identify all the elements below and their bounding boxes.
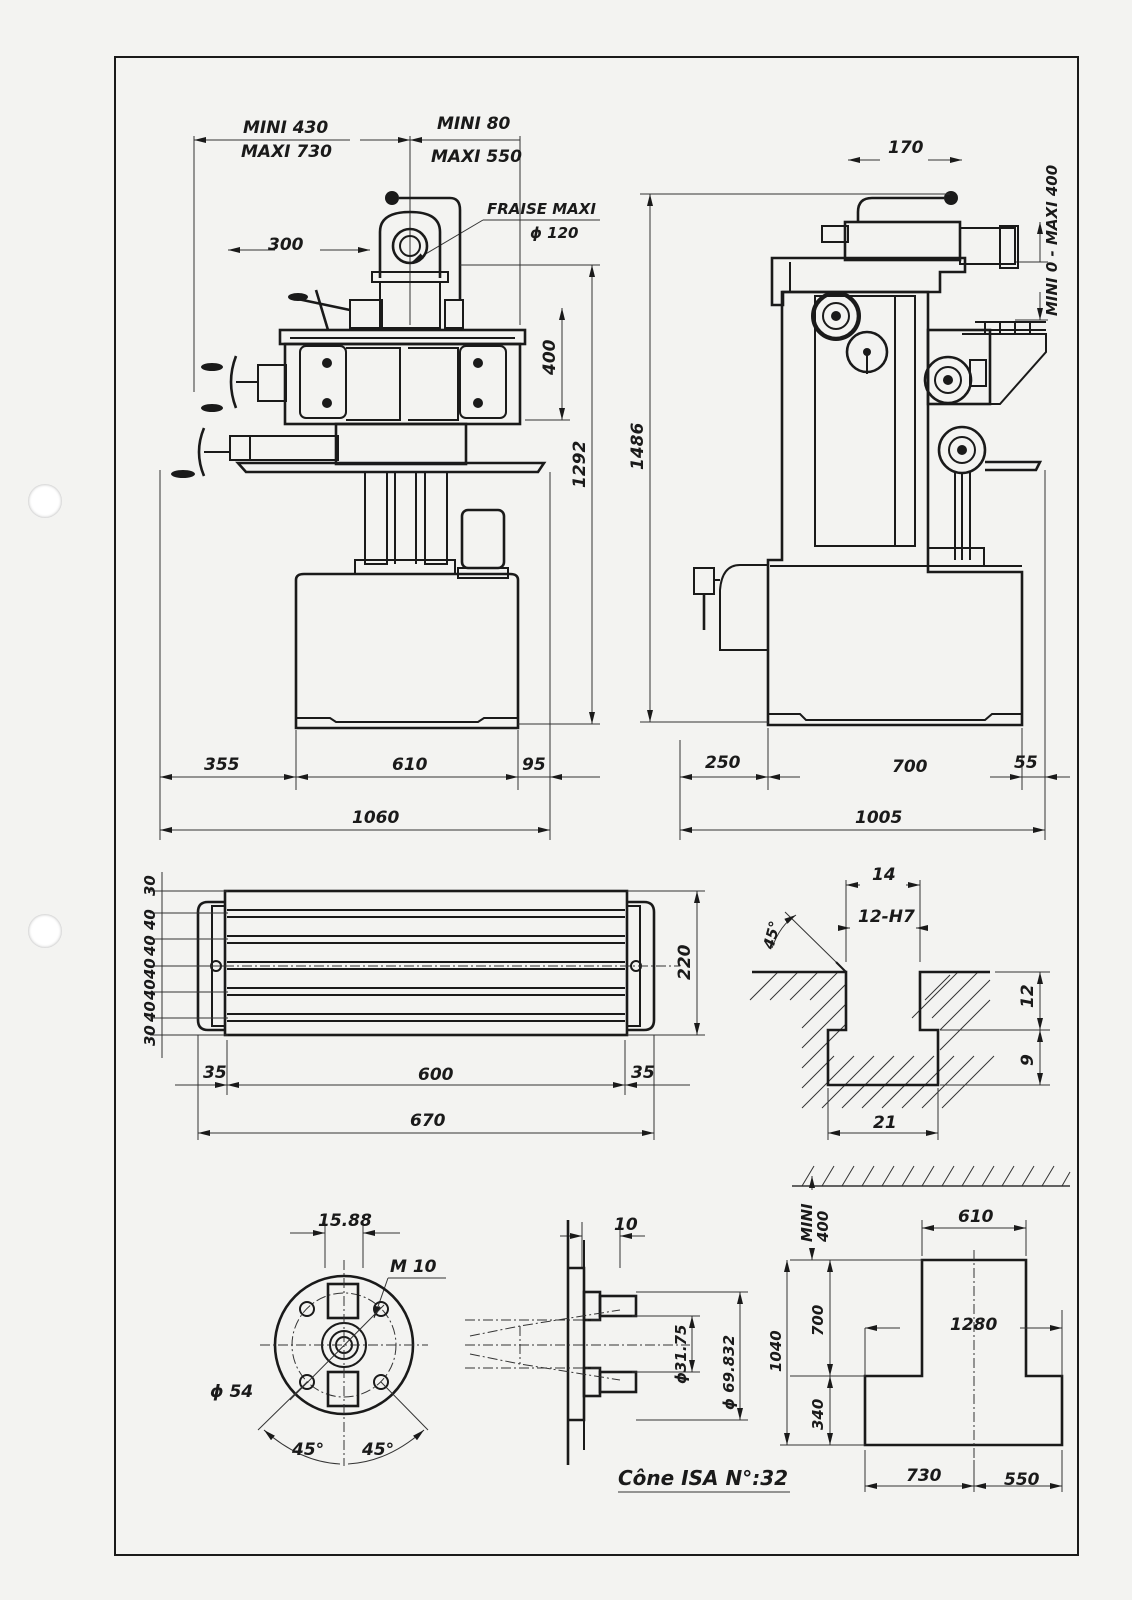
- dim-12-depth: 12: [1018, 984, 1038, 1008]
- table-slots: [170, 909, 680, 1022]
- dim-14: 14: [872, 865, 896, 885]
- dim-travel-cross-max: MAXI 550: [431, 147, 522, 167]
- floor-line: [792, 1165, 1071, 1187]
- dim-1060: 1060: [352, 808, 399, 828]
- slot-pitch-3: 40: [141, 958, 159, 980]
- bolt-circle-54: ϕ 54: [210, 1382, 253, 1402]
- mini-label: MINI: [798, 1203, 816, 1242]
- dim-1280: 1280: [950, 1315, 997, 1335]
- slot-pitch-4: 40: [141, 979, 159, 1001]
- dim-300: 300: [268, 235, 304, 255]
- dim-vertical-travel: MINI 0 - MAXI 400: [1043, 165, 1061, 316]
- dim-600: 600: [418, 1065, 454, 1085]
- spindle-nose-front: 15.88 M 10 ϕ 54 45° 45°: [210, 1211, 446, 1466]
- dim-travel-long-max: MAXI 730: [241, 142, 332, 162]
- dim-730: 730: [906, 1466, 942, 1486]
- dim-15-88: 15.88: [318, 1211, 372, 1231]
- dim-1040: 1040: [767, 1330, 785, 1372]
- dim-670: 670: [410, 1111, 446, 1131]
- slot-pitch-6: 30: [141, 1025, 159, 1046]
- dim-220: 220: [675, 944, 695, 980]
- slot-pitch-1: 40: [141, 909, 159, 931]
- dim-170: 170: [888, 138, 924, 158]
- dim-12h7: 12-H7: [858, 907, 915, 927]
- dim-550: 550: [1004, 1470, 1040, 1490]
- dim-400: 400: [540, 339, 560, 376]
- dim-35-left: 35: [203, 1063, 227, 1083]
- dim-mini-400: 400: [814, 1211, 832, 1243]
- table-plan: 30 40 40 40 40 40 30 220 35 600 35 670: [141, 872, 705, 1140]
- dim-10: 10: [614, 1215, 638, 1235]
- slot-pitch-0: 30: [141, 875, 159, 896]
- dim-69-832: ϕ 69.832: [720, 1335, 738, 1410]
- side-view: 170 MINI 0 - MAXI 400: [628, 138, 1070, 840]
- spindle-nose-side: 10 ϕ31.75 ϕ 69.832 Cône ISA N°:32: [465, 1215, 790, 1493]
- dim-9-depth: 9: [1018, 1054, 1038, 1066]
- dim-31-75: ϕ31.75: [672, 1325, 690, 1384]
- t-slot-detail: 14 12-H7 45° 12 9 21: [749, 865, 1050, 1140]
- dim-1005: 1005: [855, 808, 902, 828]
- angle-45-right: 45°: [361, 1440, 394, 1460]
- dim-700-floor: 700: [809, 1305, 827, 1336]
- binder-hole-top: [28, 484, 62, 518]
- cutter-diameter: ϕ 120: [530, 224, 578, 242]
- dim-355: 355: [204, 755, 240, 775]
- sheet-border: [114, 56, 1079, 1556]
- dim-1486: 1486: [628, 423, 648, 470]
- dim-95: 95: [522, 755, 546, 775]
- dim-340: 340: [809, 1399, 827, 1430]
- dim-travel-cross-min: MINI 80: [437, 114, 511, 134]
- cutter-label: FRAISE MAXI: [487, 200, 596, 218]
- floor-plan: 610 MINI 400 1040 700 340 1280 730 550: [767, 1176, 1064, 1492]
- angle-45-left: 45°: [291, 1440, 324, 1460]
- dim-610-floor: 610: [958, 1207, 994, 1227]
- dim-610: 610: [392, 755, 428, 775]
- cone-isa-32: Cône ISA N°:32: [618, 1466, 788, 1490]
- dim-21: 21: [873, 1113, 897, 1133]
- dim-55: 55: [1014, 753, 1038, 773]
- dim-travel-long-min: MINI 430: [243, 118, 328, 138]
- thread-m10: M 10: [390, 1257, 437, 1277]
- front-view: MINI 430 MAXI 730 MINI 80 MAXI 550 FRAIS…: [159, 114, 600, 840]
- binder-hole-bottom: [28, 914, 62, 948]
- dim-45deg-slot: 45°: [759, 919, 784, 952]
- slot-pitch-5: 40: [141, 1001, 159, 1023]
- dim-35-right: 35: [631, 1063, 655, 1083]
- dim-250: 250: [705, 753, 741, 773]
- dim-1292: 1292: [570, 441, 590, 488]
- dim-700: 700: [892, 757, 928, 777]
- slot-pitch-2: 40: [141, 935, 159, 957]
